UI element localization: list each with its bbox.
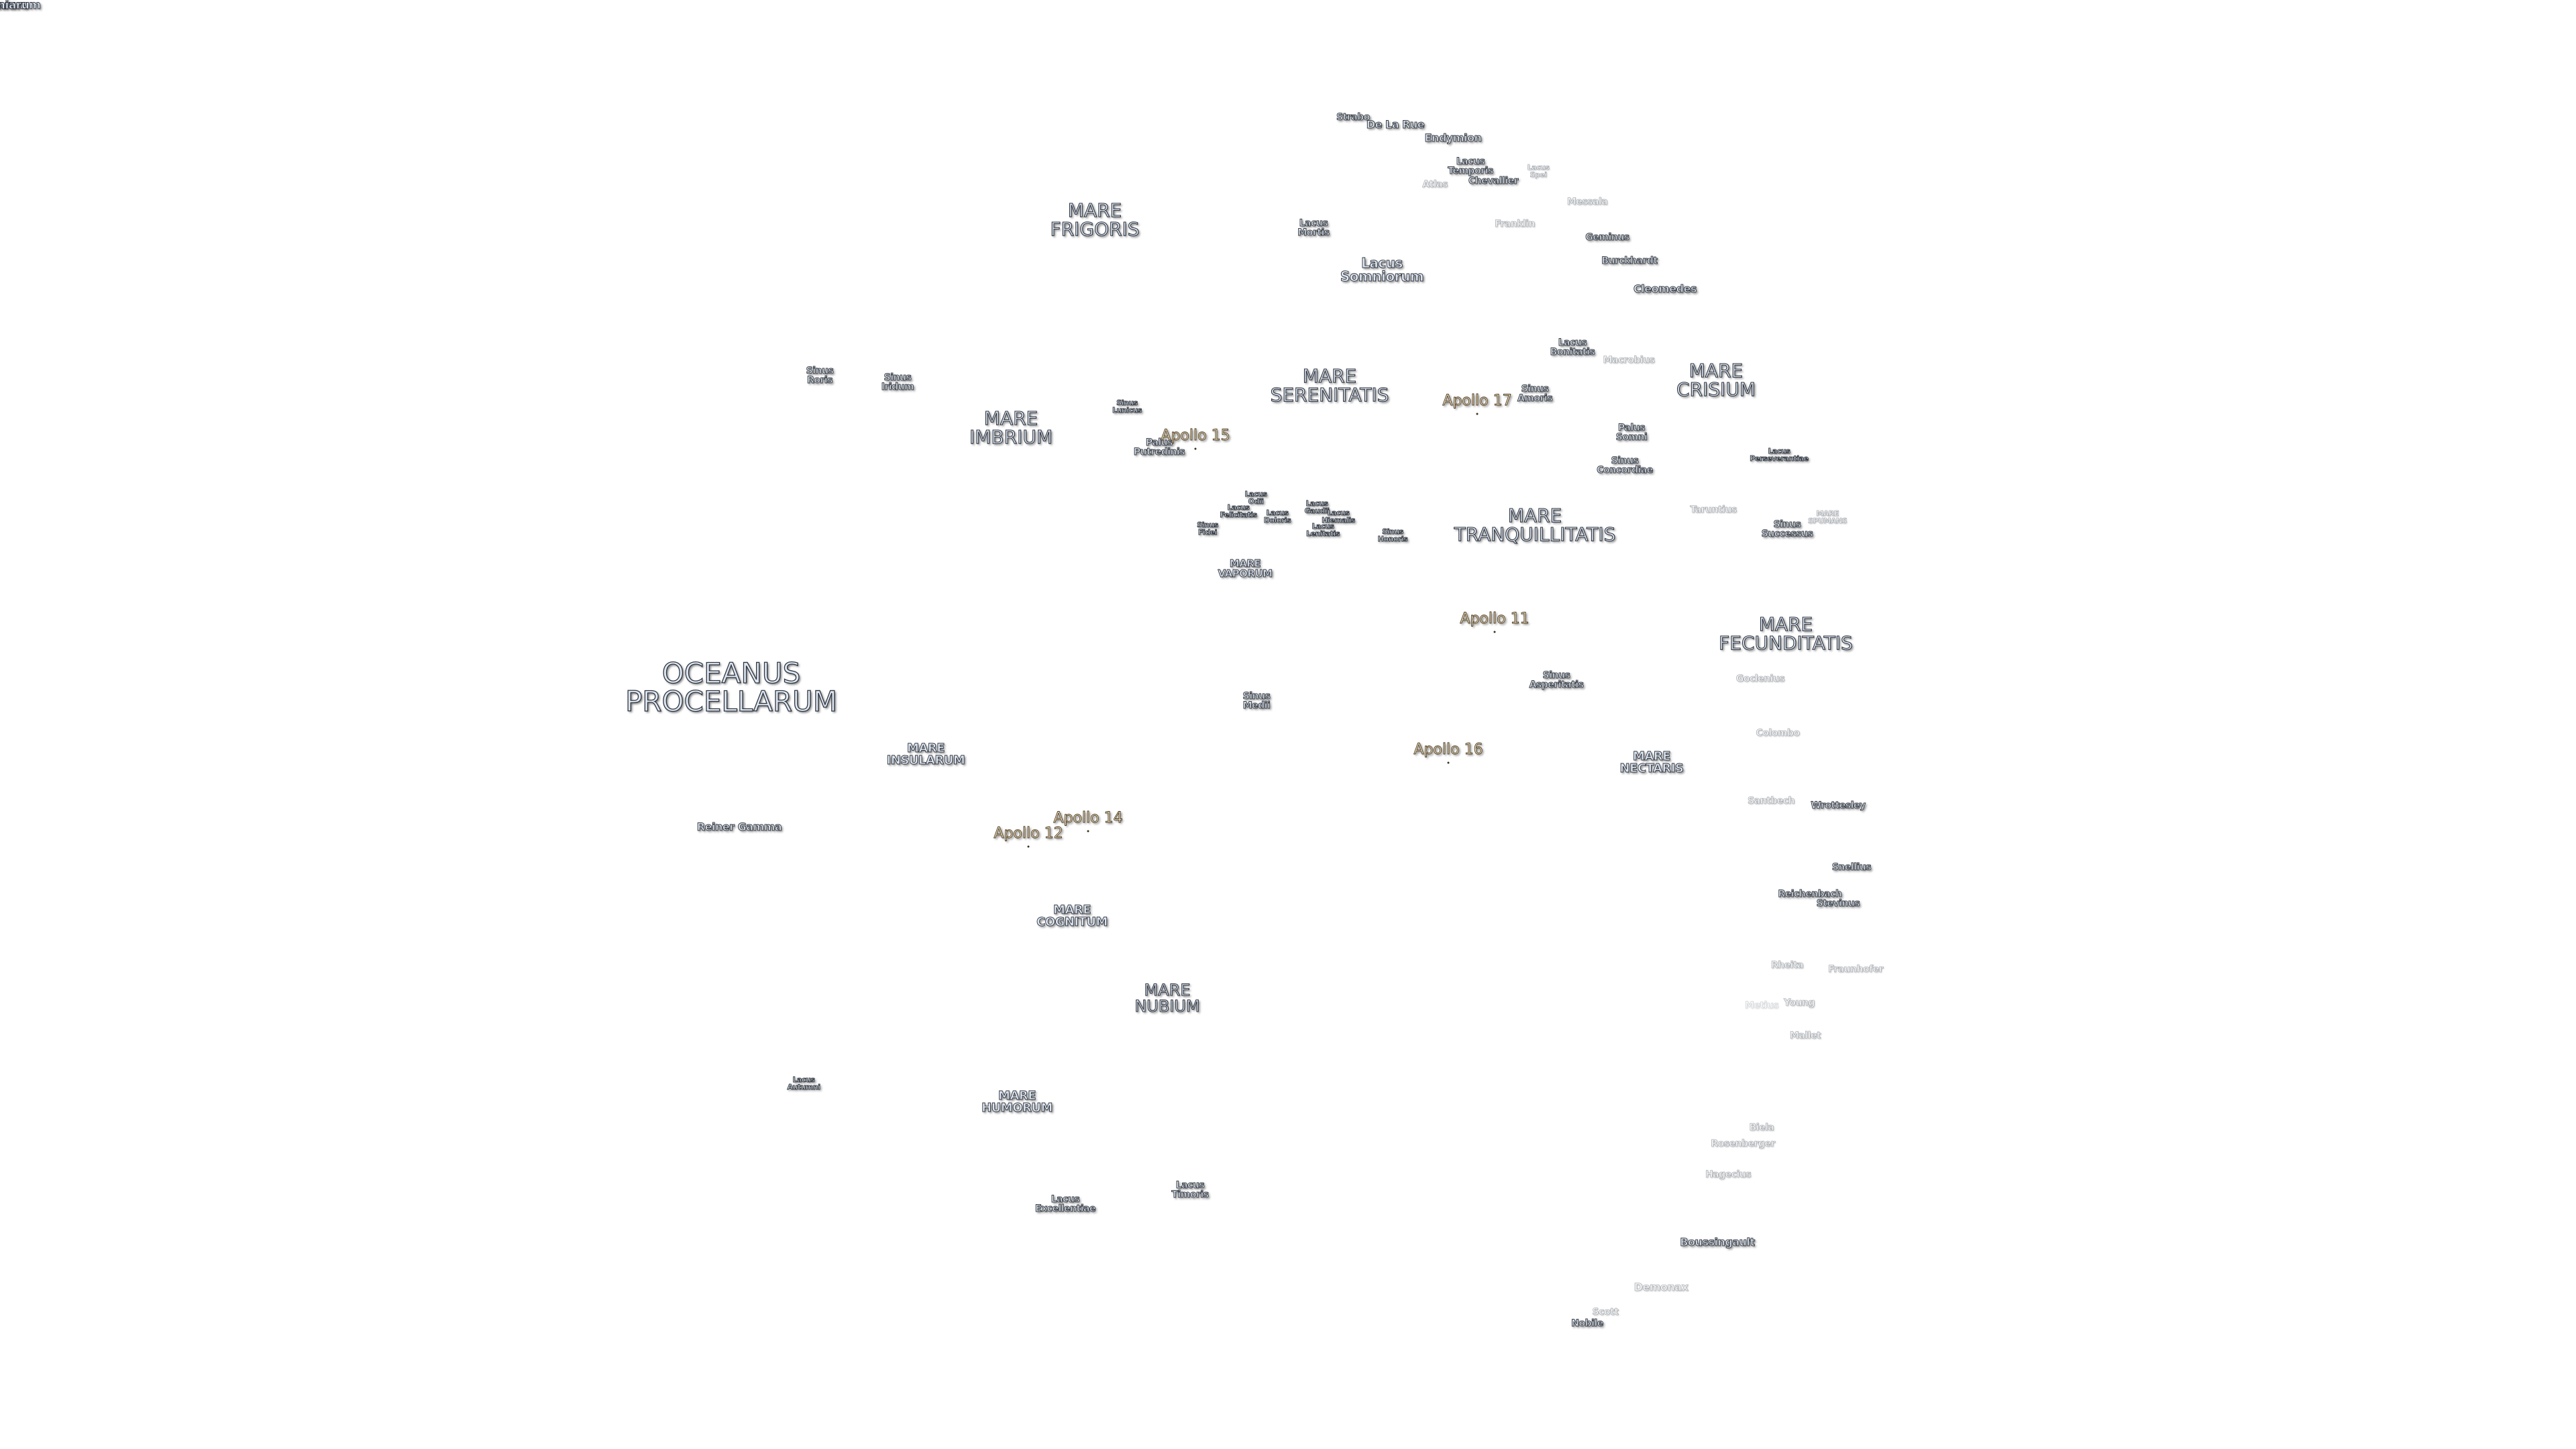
apollo-14-site-marker xyxy=(1087,830,1089,833)
label-palus-epidemiarum[interactable]: Palus Epidemiarum xyxy=(0,0,41,12)
label-de-la-rue[interactable]: De La Rue xyxy=(1366,118,1425,131)
label-apollo-14[interactable]: Apollo 14 xyxy=(1053,810,1123,826)
label-apollo-12[interactable]: Apollo 12 xyxy=(994,825,1063,842)
apollo-17-site-marker xyxy=(1476,413,1479,415)
label-biela[interactable]: Biela xyxy=(1749,1122,1774,1133)
label-sinus-honoris[interactable]: Sinus Honoris xyxy=(1377,527,1408,543)
label-mare-frigoris[interactable]: MARE FRIGORIS xyxy=(1050,199,1140,240)
label-mare-vaporum[interactable]: MARE VAPORUM xyxy=(1218,557,1273,580)
apollo-15-site-marker xyxy=(1194,447,1197,450)
label-nobile[interactable]: Nobile xyxy=(1571,1318,1604,1329)
label-rosenberger[interactable]: Rosenberger xyxy=(1711,1138,1776,1149)
label-mare-serenitatis[interactable]: MARE SERENITATIS xyxy=(1270,365,1389,406)
label-cleomedes[interactable]: Cleomedes xyxy=(1633,282,1697,295)
label-lacus-gaudii[interactable]: Lacus Gaudii xyxy=(1304,499,1330,515)
label-franklin[interactable]: Franklin xyxy=(1495,219,1536,229)
label-boussingault[interactable]: Boussingault xyxy=(1680,1236,1756,1248)
label-lacus-hiemalis[interactable]: Lacus Hiemalis xyxy=(1322,508,1356,525)
label-sinus-successus[interactable]: Sinus Successus xyxy=(1761,519,1813,539)
label-mare-humorum[interactable]: MARE HUMORUM xyxy=(981,1089,1053,1115)
label-apollo-15[interactable]: Apollo 15 xyxy=(1161,427,1230,444)
label-goclenius[interactable]: Goclenius xyxy=(1735,674,1785,684)
label-lacus-odii[interactable]: Lacus Odii xyxy=(1244,490,1267,506)
label-lacus-doloris[interactable]: Lacus Doloris xyxy=(1263,508,1291,525)
label-santbech[interactable]: Santbech xyxy=(1748,796,1795,806)
label-apollo-11[interactable]: Apollo 11 xyxy=(1460,610,1529,627)
label-palus-somni[interactable]: Palus Somni xyxy=(1615,423,1648,443)
apollo-12-site-marker xyxy=(1027,845,1030,848)
label-mare-imbrium[interactable]: MARE IMBRIUM xyxy=(969,407,1053,448)
label-chevallier[interactable]: Chevallier xyxy=(1468,176,1519,186)
label-oceanus-procellarum[interactable]: OCEANUS PROCELLARUM xyxy=(625,657,838,718)
label-sinus-asperitatis[interactable]: Sinus Asperitatis xyxy=(1529,670,1584,690)
label-apollo-17[interactable]: Apollo 17 xyxy=(1442,392,1512,409)
label-mare-cognitum[interactable]: MARE COGNITUM xyxy=(1036,903,1108,929)
label-atlas[interactable]: Atlas xyxy=(1422,179,1448,190)
label-lacus-spei[interactable]: Lacus Spei xyxy=(1527,163,1550,179)
label-sinus-iridum[interactable]: Sinus Iridum xyxy=(881,372,914,392)
label-colombo[interactable]: Colombo xyxy=(1756,728,1800,739)
label-reichenbach[interactable]: Reichenbach xyxy=(1778,889,1843,900)
label-lacus-perseverantiae[interactable]: Lacus Perseverantiae xyxy=(1750,447,1809,463)
label-palus-putredinis[interactable]: Palus Putredinis xyxy=(1133,437,1185,458)
label-hagecius[interactable]: Hagecius xyxy=(1705,1169,1752,1180)
apollo-16-site-marker xyxy=(1447,761,1450,764)
label-apollo-16[interactable]: Apollo 16 xyxy=(1413,741,1483,758)
label-reiner-gamma[interactable]: Reiner Gamma xyxy=(696,820,782,833)
label-demonax[interactable]: Demonax xyxy=(1633,1281,1688,1293)
label-sinus-concordiae[interactable]: Sinus Concordiae xyxy=(1597,455,1654,476)
label-stevinus[interactable]: Stevinus xyxy=(1816,898,1860,909)
label-fraunhofer[interactable]: Fraunhofer xyxy=(1827,964,1884,975)
label-lacus-felicitatis[interactable]: Lacus Felicitatis xyxy=(1220,503,1258,519)
label-scott[interactable]: Scott xyxy=(1592,1307,1619,1318)
label-mare-fecunditatis[interactable]: MARE FECUNDITATIS xyxy=(1719,613,1854,654)
label-sinus-amoris[interactable]: Sinus Amoris xyxy=(1517,384,1553,404)
label-sinus-fidei[interactable]: Sinus Fidei xyxy=(1197,521,1219,537)
label-snellius[interactable]: Snellius xyxy=(1831,862,1872,873)
label-lacus-lenitatis[interactable]: Lacus Lenitatis xyxy=(1306,522,1340,538)
label-mare-insularum[interactable]: MARE INSULARUM xyxy=(886,741,965,767)
label-metius[interactable]: Metius xyxy=(1744,1000,1779,1011)
label-lacus-autumni[interactable]: Lacus Autumni xyxy=(787,1075,821,1091)
label-taruntius[interactable]: Taruntius xyxy=(1690,504,1737,515)
label-mare-crisium[interactable]: MARE CRISIUM xyxy=(1676,360,1756,400)
label-mallet[interactable]: Mallet xyxy=(1789,1030,1821,1041)
label-geminus[interactable]: Geminus xyxy=(1585,232,1630,243)
label-messala[interactable]: Messala xyxy=(1566,197,1608,207)
label-wrottesley[interactable]: Wrottesley xyxy=(1811,800,1866,811)
label-mare-nectaris[interactable]: MARE NECTARIS xyxy=(1619,749,1684,775)
label-mare-nubium[interactable]: MARE NUBIUM xyxy=(1134,981,1200,1016)
label-sinus-roris[interactable]: Sinus Roris xyxy=(806,366,834,386)
label-sinus-aestuum[interactable]: Sinus Aestuum xyxy=(0,0,28,12)
label-lacus-timoris[interactable]: Lacus Timoris xyxy=(1171,1180,1210,1200)
label-sinus-medii[interactable]: Sinus Medii xyxy=(1242,691,1271,711)
label-burckhardt[interactable]: Burckhardt xyxy=(1601,256,1658,266)
label-macrobius[interactable]: Macrobius xyxy=(1603,355,1655,366)
label-mare-spumans[interactable]: MARE SPUMANS xyxy=(1807,509,1847,525)
label-sinus-lunicus[interactable]: Sinus Lunicus xyxy=(1112,398,1142,415)
label-mare-tranquillitatis[interactable]: MARE TRANQUILLITATIS xyxy=(1454,504,1616,545)
label-lacus-somniorum[interactable]: Lacus Somniorum xyxy=(1340,255,1424,284)
apollo-11-site-marker xyxy=(1493,631,1496,633)
label-lacus-mortis[interactable]: Lacus Mortis xyxy=(1297,218,1330,238)
label-strabo[interactable]: Strabo xyxy=(1336,112,1371,123)
label-lacus-excellentiae[interactable]: Lacus Excellentiae xyxy=(1035,1194,1096,1214)
label-lacus-temporis[interactable]: Lacus Temporis xyxy=(1448,156,1494,176)
label-lacus-bonitatis[interactable]: Lacus Bonitatis xyxy=(1550,337,1595,358)
label-young[interactable]: Young xyxy=(1784,998,1815,1008)
label-endymion[interactable]: Endymion xyxy=(1424,131,1482,144)
label-rheita[interactable]: Rheita xyxy=(1770,960,1804,971)
